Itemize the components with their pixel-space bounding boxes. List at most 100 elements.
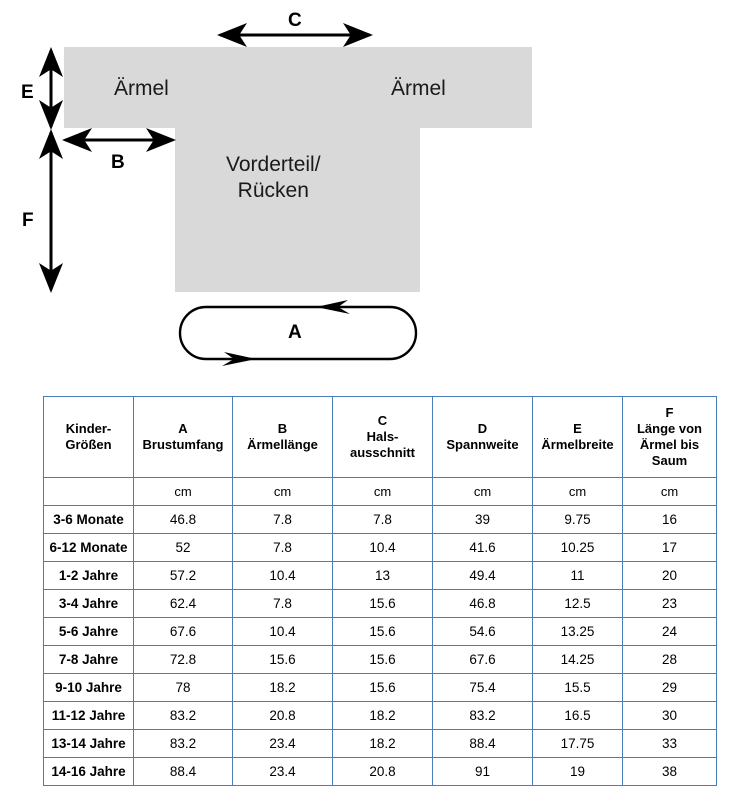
cell-measurement-4: 10.25 xyxy=(532,533,623,562)
cell-measurement-3: 54.6 xyxy=(432,617,533,646)
cell-measurement-0: 72.8 xyxy=(133,645,233,674)
cell-measurement-3: 39 xyxy=(432,505,533,534)
label-body-line1: Vorderteil/ xyxy=(226,153,321,176)
cell-measurement-5: 38 xyxy=(622,757,717,786)
garment-diagram: Ärmel Ärmel Vorderteil/ Rücken C E F B A xyxy=(0,0,729,385)
cell-measurement-2: 15.6 xyxy=(332,589,433,618)
column-header-line: Ärmelbreite xyxy=(541,437,614,452)
column-header-line: A xyxy=(178,421,188,437)
cell-measurement-3: 88.4 xyxy=(432,729,533,758)
cell-measurement-1: 10.4 xyxy=(232,561,333,590)
cell-measurement-0: 78 xyxy=(133,673,233,702)
cell-size-label: 1-2 Jahre xyxy=(43,561,134,590)
cell-size-label: 5-6 Jahre xyxy=(43,617,134,646)
cell-measurement-5: 30 xyxy=(622,701,717,730)
cell-measurement-2: 10.4 xyxy=(332,533,433,562)
unit-cell-1: cm xyxy=(133,477,233,506)
dimension-label-c: C xyxy=(288,10,302,31)
cell-measurement-0: 62.4 xyxy=(133,589,233,618)
cell-measurement-2: 13 xyxy=(332,561,433,590)
cell-measurement-0: 57.2 xyxy=(133,561,233,590)
cell-measurement-4: 19 xyxy=(532,757,623,786)
label-body-line2: Rücken xyxy=(237,178,309,202)
column-header-line: D xyxy=(477,421,488,437)
column-header-line: E xyxy=(573,421,582,437)
cell-measurement-1: 23.4 xyxy=(232,729,333,758)
cell-measurement-3: 91 xyxy=(432,757,533,786)
label-sleeve-right: Ärmel xyxy=(391,77,446,100)
cell-size-label: 9-10 Jahre xyxy=(43,673,134,702)
column-header-line: C xyxy=(377,413,388,429)
cell-measurement-1: 7.8 xyxy=(232,505,333,534)
cell-measurement-0: 46.8 xyxy=(133,505,233,534)
cell-measurement-1: 7.8 xyxy=(232,533,333,562)
dimension-label-a: A xyxy=(288,322,302,343)
unit-cell-0 xyxy=(43,477,134,506)
garment-diagram-svg xyxy=(39,23,532,366)
cell-measurement-1: 15.6 xyxy=(232,645,333,674)
unit-cell-4: cm xyxy=(432,477,533,506)
cell-size-label: 3-4 Jahre xyxy=(43,589,134,618)
column-header-line: Spannweite xyxy=(446,437,519,452)
cell-measurement-4: 12.5 xyxy=(532,589,623,618)
cell-measurement-2: 7.8 xyxy=(332,505,433,534)
cell-measurement-1: 7.8 xyxy=(232,589,333,618)
cell-measurement-3: 83.2 xyxy=(432,701,533,730)
cell-measurement-2: 15.6 xyxy=(332,673,433,702)
cell-measurement-3: 49.4 xyxy=(432,561,533,590)
cell-measurement-0: 67.6 xyxy=(133,617,233,646)
cell-measurement-0: 83.2 xyxy=(133,729,233,758)
cell-measurement-2: 15.6 xyxy=(332,617,433,646)
cell-measurement-4: 15.5 xyxy=(532,673,623,702)
unit-cell-3: cm xyxy=(332,477,433,506)
unit-cell-5: cm xyxy=(532,477,623,506)
cell-measurement-5: 33 xyxy=(622,729,717,758)
column-header-line: Brustumfang xyxy=(142,437,224,452)
label-sleeve-left: Ärmel xyxy=(114,77,169,100)
cell-measurement-0: 88.4 xyxy=(133,757,233,786)
cell-measurement-0: 83.2 xyxy=(133,701,233,730)
column-header-line: Saum xyxy=(651,452,688,468)
cell-size-label: 14-16 Jahre xyxy=(43,757,134,786)
cell-measurement-1: 20.8 xyxy=(232,701,333,730)
cell-measurement-5: 20 xyxy=(622,561,717,590)
unit-cell-2: cm xyxy=(232,477,333,506)
column-header-0: Kinder-Größen xyxy=(43,396,134,478)
cell-measurement-1: 18.2 xyxy=(232,673,333,702)
cell-measurement-5: 17 xyxy=(622,533,717,562)
cell-measurement-2: 20.8 xyxy=(332,757,433,786)
cell-measurement-4: 16.5 xyxy=(532,701,623,730)
dimension-loop-a xyxy=(178,300,418,366)
column-header-line: B xyxy=(277,421,288,437)
cell-measurement-3: 46.8 xyxy=(432,589,533,618)
cell-measurement-4: 11 xyxy=(532,561,623,590)
cell-size-label: 7-8 Jahre xyxy=(43,645,134,674)
shirt-shape xyxy=(64,47,532,292)
cell-measurement-4: 13.25 xyxy=(532,617,623,646)
cell-measurement-2: 18.2 xyxy=(332,729,433,758)
cell-measurement-4: 17.75 xyxy=(532,729,623,758)
cell-measurement-4: 14.25 xyxy=(532,645,623,674)
cell-size-label: 13-14 Jahre xyxy=(43,729,134,758)
cell-measurement-5: 23 xyxy=(622,589,717,618)
dimension-label-b: B xyxy=(111,152,125,173)
cell-measurement-0: 52 xyxy=(133,533,233,562)
cell-size-label: 3-6 Monate xyxy=(43,505,134,534)
cell-measurement-1: 10.4 xyxy=(232,617,333,646)
column-header-line: Kinder- xyxy=(65,421,112,437)
column-header-line: Größen xyxy=(65,437,112,452)
cell-measurement-1: 23.4 xyxy=(232,757,333,786)
